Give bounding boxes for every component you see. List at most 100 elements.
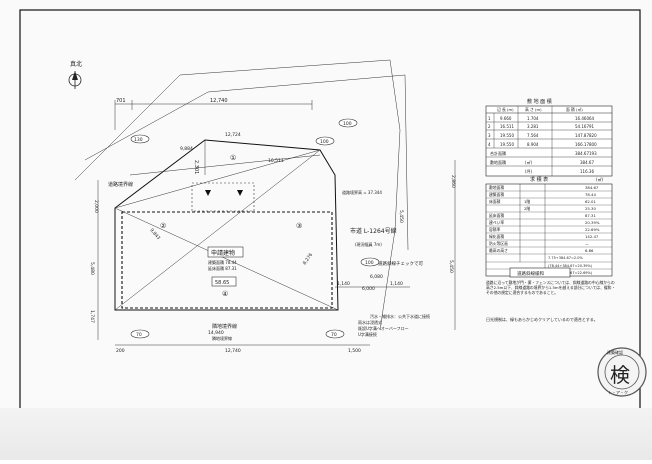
svg-text:面 積 (㎡): 面 積 (㎡) [566,107,583,112]
svg-text:建築確認: 建築確認 [607,349,623,355]
dim-left-v3: 1,747 [89,310,95,323]
svg-text:19.550: 19.550 [500,133,514,138]
dim-bottom-r: 1,500 [348,348,361,354]
area-calc-table: 求 積 表 (㎡) 敷地面積 384.67 建築面積 78.44 床面積 1階 … [485,176,613,277]
dim-cross-top: 6,080 [370,274,383,280]
svg-text:敷 地 面 積: 敷 地 面 積 [527,98,552,105]
road-slope-note: 道路斜線緩和 [509,267,571,278]
svg-text:16.46064: 16.46064 [575,116,595,121]
svg-text:4: 4 [488,142,491,147]
dim-bottom-l: 200 [116,348,125,354]
label-site-boundary: 隣地境界線 [212,323,237,330]
svg-text:1: 1 [488,116,491,121]
road-slope-text: 道路に沿って敷地が門・塀・フェンスについては、斜線道路の中心線からの高さ2.5m… [486,280,616,295]
dim-12740-top: 12,740 [210,98,228,104]
dim-left-v2: 5,480 [89,262,95,275]
svg-text:25.30: 25.30 [585,206,596,211]
rain-note-2: 既設U字溝へオーバーフロー [358,325,409,331]
dim-diag2: 9,884 [180,146,193,152]
svg-text:8.904: 8.904 [527,142,539,147]
dim-cross3: 1,140 [390,281,403,287]
svg-text:87.31: 87.31 [585,213,596,218]
svg-text:9.660: 9.660 [500,116,512,121]
svg-text:7.564: 7.564 [527,133,539,138]
area-4: ④ [222,290,228,298]
svg-text:—: — [585,241,589,246]
dim-cross2: 6,000 [362,286,375,292]
svg-text:166.17800: 166.17800 [575,142,597,147]
area-box: 58.65 [215,280,229,286]
svg-text:5,450: 5,450 [448,260,454,273]
svg-text:道路斜線緩和: 道路斜線緩和 [517,270,544,277]
dim-701: 701 [116,98,126,104]
svg-text:緑化面積: 緑化面積 [489,234,504,239]
rain-note-1: 雨水は浸透式 [358,319,382,325]
svg-text:20.39%: 20.39% [585,220,600,225]
svg-text:敷地面積: 敷地面積 [490,159,506,165]
dim-cross1: 1,140 [337,281,350,287]
marker-right: 100 [343,121,352,127]
svg-text:3.281: 3.281 [527,124,539,129]
svg-text:合計面積: 合計面積 [490,150,506,156]
svg-text:建ぺい率: 建ぺい率 [489,220,504,225]
sunlight-note: 日光規制は、緑もあらかじめクリアしているので適合とする。 [486,316,598,322]
svg-text:62.01: 62.01 [585,199,596,204]
site-outline [74,59,401,331]
marker-road: 100 [365,260,374,266]
city-road-label: 市道 L-1264号線 [350,227,397,235]
svg-text:384.67193: 384.67193 [575,151,597,156]
svg-text:384.67: 384.67 [585,185,599,190]
dim-right-v2: 2,860 [450,175,456,188]
svg-text:384.67: 384.67 [580,160,594,165]
svg-text:真北: 真北 [70,60,82,68]
svg-text:22.69%: 22.69% [585,227,600,232]
dim-bottom-span: 14,940 [208,330,224,336]
svg-text:142.47: 142.47 [585,234,599,239]
rain-note-3: U字溝接続 [358,331,377,337]
svg-text:延床面積: 延床面積 [489,213,504,218]
svg-text:防火等区画: 防火等区画 [489,241,508,246]
building-area: 建築面積 78.44 [208,259,237,265]
svg-text:19.550: 19.550 [500,142,514,147]
svg-text:1階: 1階 [524,199,530,204]
svg-text:(㎡): (㎡) [596,176,604,182]
svg-text:ト・ア・ク: ト・ア・ク [608,389,628,395]
svg-text:辺 長 (m): 辺 長 (m) [497,107,514,112]
svg-text:16.511: 16.511 [500,124,514,129]
dim-diag1: 12,724 [225,132,241,138]
site-area-table: 敷 地 面 積 辺 長 (m) 高 さ (m) 面 積 (㎡) 1 9.660 … [485,98,613,177]
svg-text:建築面積: 建築面積 [489,192,504,197]
svg-text:検: 検 [610,363,630,387]
svg-text:高 さ (m): 高 さ (m) [525,107,542,112]
area-1: ① [230,154,236,162]
svg-text:敷地面積: 敷地面積 [489,185,504,190]
inspection-stamp: 検 建築確認 ト・ア・ク [597,347,647,397]
svg-text:1.704: 1.704 [527,116,539,121]
svg-text:3: 3 [488,133,491,138]
svg-text:2階: 2階 [524,206,530,211]
marker-mid: 100 [320,139,329,145]
area-3: ③ [296,222,302,230]
label-road-boundary-bottom: 隣地境界線 [212,335,232,341]
dim-diag4: 10,511 [268,158,284,164]
svg-text:求 積 表: 求 積 表 [530,176,548,183]
marker-bottom-left: 70 [136,332,142,338]
floor-area: 延床面積 87.31 [208,265,237,271]
svg-text:最高の高さ: 最高の高さ [489,248,508,253]
area-2: ② [160,222,166,230]
svg-text:(㎡): (㎡) [525,159,533,165]
road-arrow-note: 道路斜線チェックで可 [378,260,423,267]
north-arrow: 真北 [68,60,82,89]
svg-text:7.75÷384.67=2.0%: 7.75÷384.67=2.0% [548,256,583,260]
svg-text:54.16791: 54.16791 [575,124,595,129]
dim-left-v1: 2,000 [93,200,99,213]
dim-vert1: 2,301 [193,160,199,174]
svg-text:(78.44÷384.67=20.39%): (78.44÷384.67=20.39%) [548,264,593,268]
sewer-note: 汚水・雑排水：公共下水道に接続 [370,313,430,319]
building-name: 申請建物 [211,249,235,257]
svg-text:2: 2 [488,124,491,129]
label-road-boundary-top: 道路境界線 [108,181,133,188]
road-level: 道路境界高 = 37.344 [342,189,382,195]
svg-text:78.44: 78.44 [585,192,596,197]
